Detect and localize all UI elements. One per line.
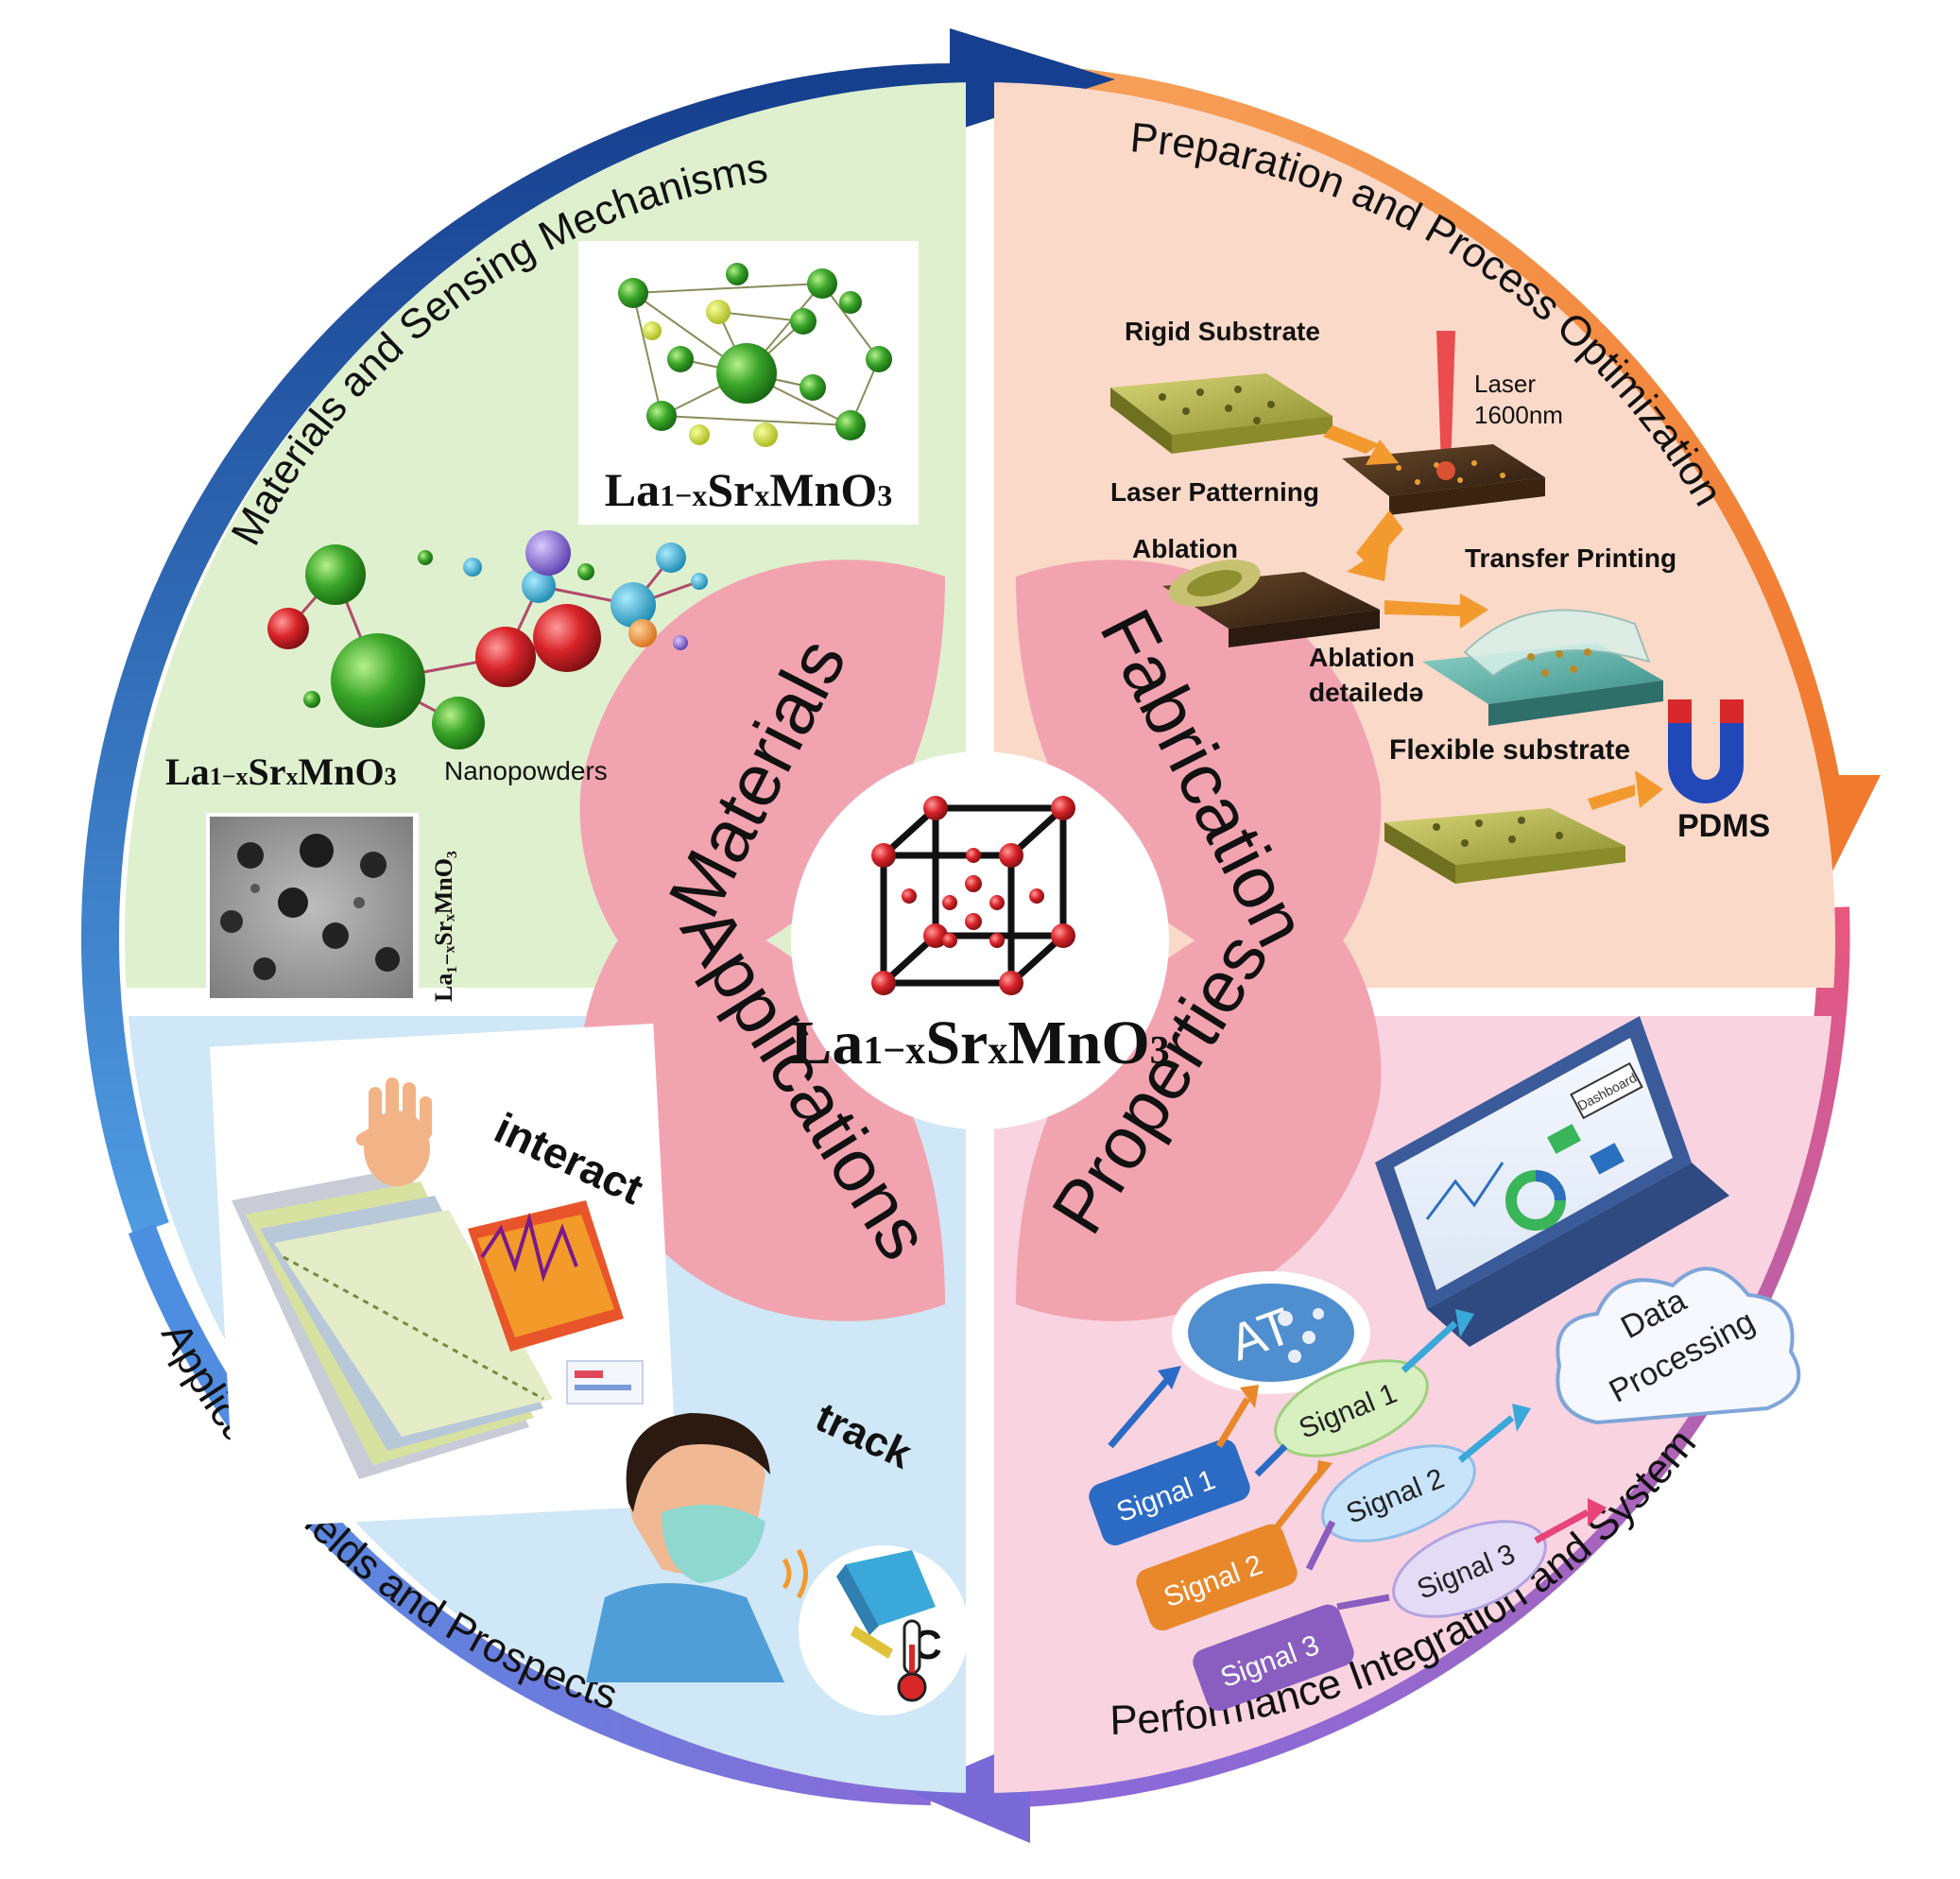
cube-atoms xyxy=(871,796,1075,995)
fabrication-panel: Rigid Substrate Laser 1600nm Laser Patte… xyxy=(1110,317,1770,884)
petal-fabrication xyxy=(1016,560,1382,983)
ablation-detail-line1: Ablation xyxy=(1309,643,1415,672)
petal-properties xyxy=(1016,898,1382,1321)
petal-applications xyxy=(579,898,945,1321)
nanopowders-label: Nanopowders xyxy=(444,756,608,785)
ablation-label: Ablation xyxy=(1132,534,1238,563)
laser-label-line1: Laser xyxy=(1474,370,1536,398)
data-processing-cloud xyxy=(1556,1267,1801,1425)
nanopowder-formula: La1−xSrxMnO3 xyxy=(165,750,397,793)
center-formula: La1−xSrxMnO3 xyxy=(790,1008,1169,1077)
laser-label-line2: 1600nm xyxy=(1474,401,1563,429)
micrograph-label: La₁₋ₓSrₓMnO₃ xyxy=(430,851,457,1002)
lattice-formula: La1−xSrxMnO3 xyxy=(605,463,893,516)
sem-micrograph xyxy=(206,813,419,1002)
sensor-signal-waves xyxy=(782,1548,808,1599)
ring-arc-orange xyxy=(1028,64,1848,835)
flexible-sensor-sheets xyxy=(232,1167,553,1479)
ai-brain-cloud xyxy=(1172,1271,1370,1394)
transfer-printing-label: Transfer Printing xyxy=(1465,543,1676,573)
hand-icon xyxy=(355,1077,432,1186)
flexible-substrate-block xyxy=(1384,808,1625,884)
laptop: Dashboard xyxy=(1375,1016,1729,1347)
signal-arrowheads xyxy=(1158,1309,1607,1526)
dashboard-chip xyxy=(1570,1061,1643,1120)
rigid-substrate-block xyxy=(1110,373,1332,454)
lattice-atoms xyxy=(618,263,892,447)
ablation-block xyxy=(1162,560,1380,647)
ablation-detail-line2: detailedə xyxy=(1309,678,1423,707)
signal-box-1 xyxy=(1089,1439,1250,1546)
heatmap-sensor-icon xyxy=(468,1200,644,1405)
signal-box-3 xyxy=(1193,1604,1354,1712)
masked-person xyxy=(586,1413,784,1682)
signal-stack xyxy=(1089,1439,1354,1712)
properties-panel: Dashboard AT Data Processing Signal 1 Si… xyxy=(1089,1016,1801,1712)
petal-materials xyxy=(579,560,945,983)
laser-beam xyxy=(1436,331,1455,468)
nanopowder-cluster xyxy=(267,530,708,750)
materials-panel: La1−xSrxMnO3 xyxy=(165,241,919,1002)
applications-panel: interact track C xyxy=(209,1024,969,1715)
signal-ovals xyxy=(1274,1359,1547,1618)
ring-arc-blue xyxy=(81,63,955,1235)
pdms-label: PDMS xyxy=(1677,808,1770,844)
thermometer-badge: C xyxy=(799,1545,969,1715)
laser-patterning-label: Laser Patterning xyxy=(1110,477,1319,507)
magnet-icon xyxy=(1668,699,1744,803)
signal-box-2 xyxy=(1136,1524,1298,1631)
ring-arrowhead-blue xyxy=(950,28,1115,132)
ring-arc-purpleblue xyxy=(128,1223,932,1805)
fab-arrows xyxy=(1323,425,1663,810)
signal-arrows xyxy=(1108,1320,1590,1611)
rigid-substrate-label: Rigid Substrate xyxy=(1125,317,1320,346)
flexible-substrate-label: Flexible substrate xyxy=(1389,734,1630,766)
transfer-printing-block xyxy=(1422,609,1663,726)
